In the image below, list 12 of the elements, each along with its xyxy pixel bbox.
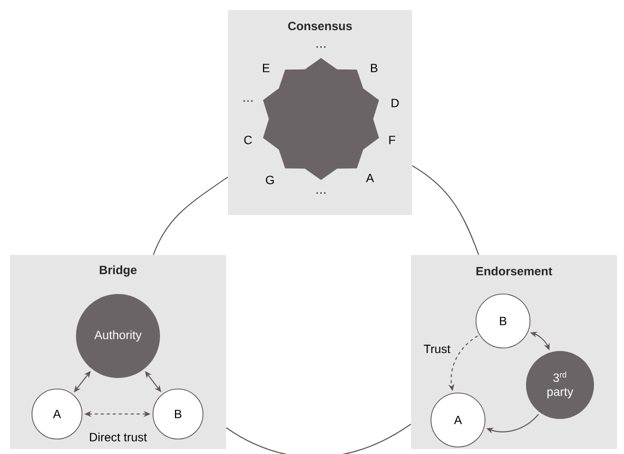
edge-label: Trust bbox=[422, 344, 452, 354]
member-letter: … bbox=[316, 192, 326, 194]
edge-label: Direct trust bbox=[88, 432, 148, 442]
member-letter: G bbox=[266, 176, 274, 184]
member-letter: A bbox=[366, 174, 374, 182]
member-letter: E bbox=[263, 64, 270, 72]
member-letter: C bbox=[244, 136, 252, 144]
connector-arc bbox=[412, 165, 480, 256]
connector-arc bbox=[152, 176, 228, 256]
member-letter: B bbox=[371, 64, 378, 72]
connector-arc bbox=[226, 424, 412, 454]
member-letter: D bbox=[392, 98, 399, 108]
